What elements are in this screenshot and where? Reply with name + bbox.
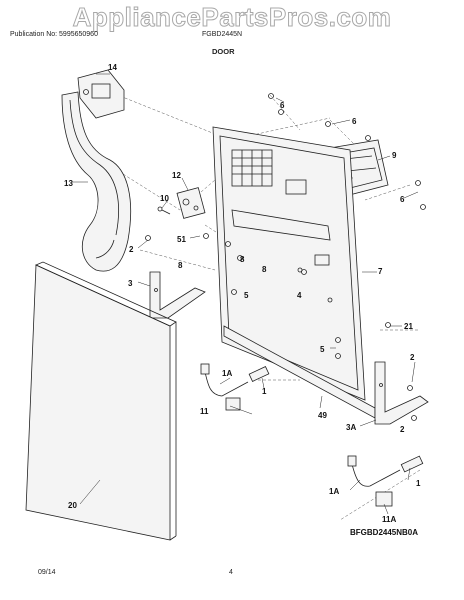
callout-2-left: 2	[129, 245, 134, 254]
callout-49: 49	[318, 411, 327, 420]
callout-1-right: 1	[416, 479, 421, 488]
callout-51: 51	[177, 235, 186, 244]
callout-6-mid: 6	[352, 117, 357, 126]
callout-5-upper: 5	[244, 291, 249, 300]
callout-6-right: 6	[400, 195, 405, 204]
callout-2-right: 2	[410, 353, 415, 362]
outer-door-panel	[25, 261, 177, 541]
callout-10: 10	[160, 194, 169, 203]
callout-8-c: 8	[262, 265, 267, 274]
door-switch-assembly	[157, 187, 206, 219]
watermark: AppliancePartsPros.com	[72, 2, 392, 33]
callout-4: 4	[297, 291, 302, 300]
callout-7: 7	[378, 267, 383, 276]
callout-12: 12	[172, 171, 181, 180]
upper-duct-bracket	[77, 69, 125, 119]
callout-3a: 3A	[346, 423, 356, 432]
callout-1-left: 1	[262, 387, 267, 396]
publication-number: Publication No: 5995650960	[10, 31, 98, 38]
callout-3: 3	[128, 279, 133, 288]
diagram-code: BFGBD2445NB0A	[350, 528, 419, 537]
page-number: 4	[229, 569, 233, 576]
vent-duct	[61, 91, 132, 272]
callout-20: 20	[68, 501, 77, 510]
callout-2-lower: 2	[400, 425, 405, 434]
callout-21: 21	[404, 322, 413, 331]
callout-5-lower: 5	[320, 345, 325, 354]
callout-1a-left: 1A	[222, 369, 232, 378]
callout-1a-right: 1A	[329, 487, 339, 496]
left-hinge	[149, 271, 206, 319]
callout-14: 14	[108, 63, 117, 72]
footer-date: 09/14	[38, 569, 56, 576]
screws	[145, 93, 426, 421]
callout-13: 13	[64, 179, 73, 188]
callout-leaders	[72, 73, 419, 515]
right-hinge-cable	[347, 455, 424, 507]
section-title: DOOR	[212, 47, 235, 56]
callout-8-b: 8	[240, 255, 245, 264]
callout-11: 11	[200, 407, 209, 416]
model-number: FGBD2445N	[202, 31, 243, 38]
callout-labels: 14 13 12 10 51 2 3 8 8 8 5 4 6 6 6 9 7 2…	[64, 63, 421, 524]
callout-9: 9	[392, 151, 397, 160]
left-hinge-cable	[200, 363, 270, 411]
callout-8-a: 8	[178, 261, 183, 270]
callout-11a: 11A	[382, 515, 396, 524]
callout-6-top: 6	[280, 101, 285, 110]
right-hinge	[374, 361, 429, 425]
inner-door-panel	[212, 126, 366, 401]
